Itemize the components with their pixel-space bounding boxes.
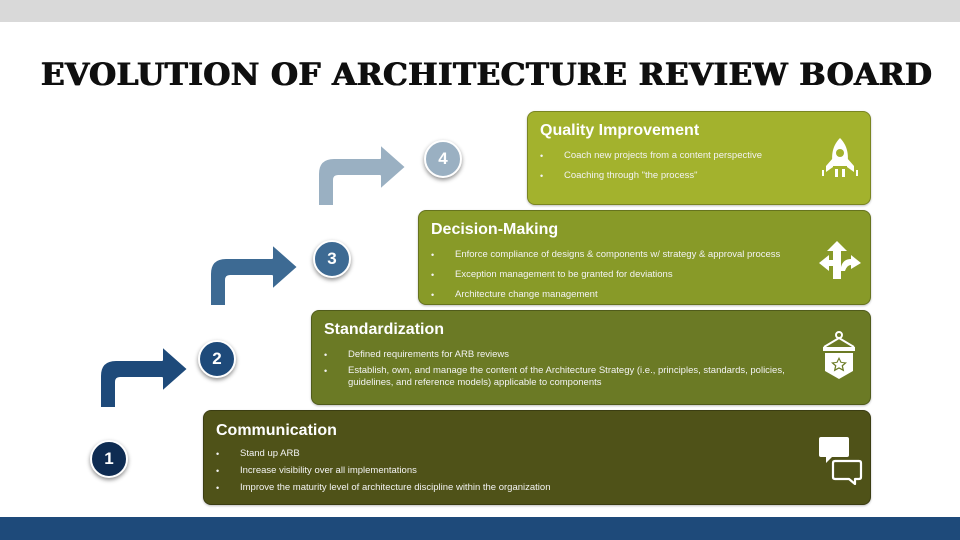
step-arrow-3-to-4: [317, 143, 407, 207]
bottom-band: [0, 517, 960, 540]
list-item: Coaching through "the process": [540, 170, 830, 182]
list-item: Architecture change management: [431, 289, 831, 301]
list-item: Stand up ARB: [216, 448, 776, 460]
panel-decision-making: Decision-Making Enforce compliance of de…: [418, 210, 871, 305]
step-circle-1: 1: [90, 440, 128, 478]
list-item: Defined requirements for ARB reviews: [324, 349, 794, 361]
step-arrow-1-to-2: [99, 345, 189, 409]
slide-title: EVOLUTION OF ARCHITECTURE REVIEW BOARD: [41, 57, 933, 93]
step-circle-3: 3: [313, 240, 351, 278]
step-circle-2: 2: [198, 340, 236, 378]
list-item: Increase visibility over all implementat…: [216, 465, 776, 477]
chat-bubbles-icon: [819, 437, 863, 485]
list-item: Coach new projects from a content perspe…: [540, 150, 830, 162]
step-circle-4: 4: [424, 140, 462, 178]
panel-standardization: Standardization Defined requirements for…: [311, 310, 871, 405]
bullet-list: Stand up ARB Increase visibility over al…: [216, 448, 776, 499]
top-band: [0, 0, 960, 22]
panel-title: Communication: [216, 422, 337, 439]
list-item: Exception management to be granted for d…: [431, 269, 831, 281]
bullet-list: Enforce compliance of designs & componen…: [431, 249, 831, 309]
list-item: Enforce compliance of designs & componen…: [431, 249, 831, 261]
panel-title: Decision-Making: [431, 221, 559, 238]
panel-title: Standardization: [324, 321, 445, 338]
rocket-icon: [822, 138, 858, 177]
star-badge-icon: [823, 331, 855, 379]
bullet-list: Defined requirements for ARB reviews Est…: [324, 349, 794, 393]
step-arrow-2-to-3: [209, 243, 299, 307]
panel-title: Quality Improvement: [540, 122, 700, 139]
panel-quality-improvement: Quality Improvement Coach new projects f…: [527, 111, 871, 205]
list-item: Improve the maturity level of architectu…: [216, 482, 776, 494]
panel-communication: Communication Stand up ARB Increase visi…: [203, 410, 871, 505]
list-item: Establish, own, and manage the content o…: [324, 365, 794, 389]
split-arrows-icon: [819, 241, 861, 279]
bullet-list: Coach new projects from a content perspe…: [540, 150, 830, 190]
